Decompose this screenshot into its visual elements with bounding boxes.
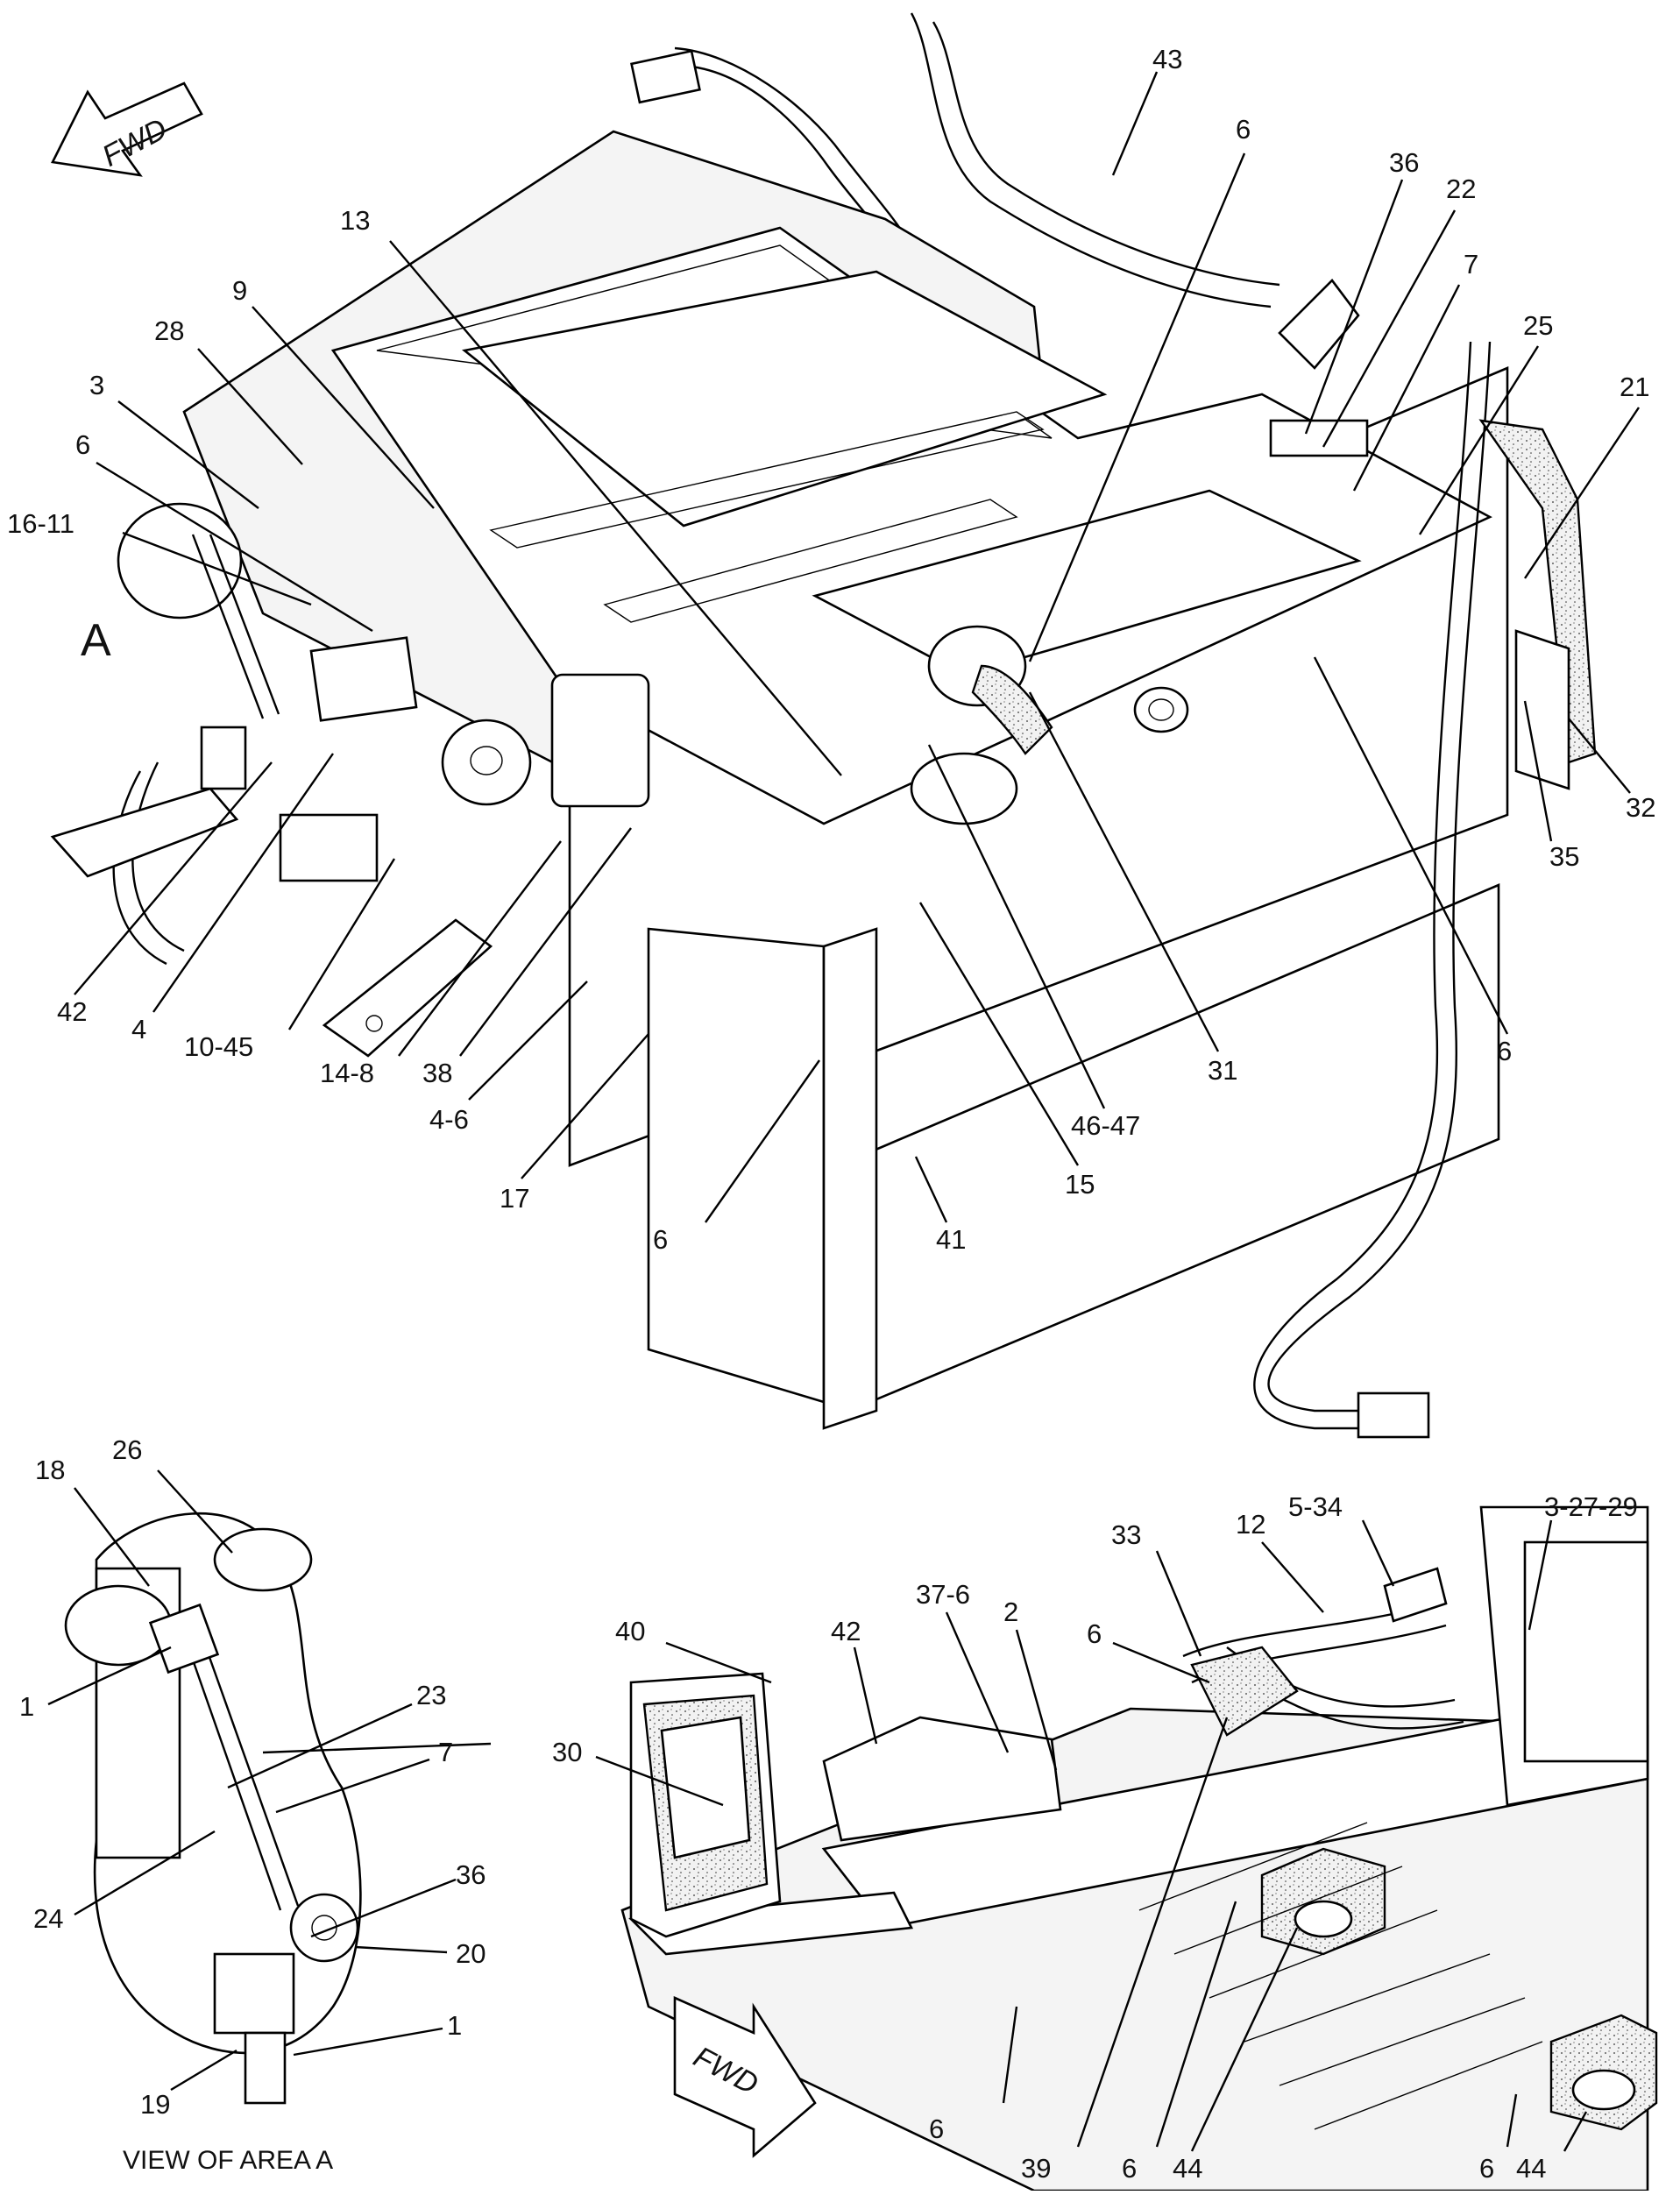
callout-32: 32 bbox=[1626, 792, 1655, 823]
callout-2: 2 bbox=[1003, 1597, 1018, 1627]
fwd-arrow-top: FWD bbox=[51, 81, 203, 177]
callout-46-47: 46-47 bbox=[1071, 1110, 1140, 1141]
callout-30: 30 bbox=[552, 1737, 582, 1767]
callout-4: 4 bbox=[131, 1014, 146, 1044]
callout-5-34: 5-34 bbox=[1288, 1491, 1343, 1522]
callout-13: 13 bbox=[340, 205, 370, 236]
callout-22: 22 bbox=[1446, 173, 1476, 204]
callout-36: 36 bbox=[1389, 147, 1419, 178]
callouts-lower-right: 5-34 3-27-29 33 12 6 37-6 2 42 40 30 39 … bbox=[552, 1491, 1638, 2184]
callout-7: 7 bbox=[1464, 249, 1478, 280]
callout-39: 39 bbox=[1021, 2153, 1051, 2184]
lower-right-detail: FWD 5-34 3-27-29 33 12 6 37-6 bbox=[552, 1491, 1658, 2192]
leader-lines-main bbox=[74, 71, 1640, 1223]
callout-1: 1 bbox=[19, 1691, 34, 1722]
callout-7-a: 7 bbox=[438, 1737, 453, 1767]
callout-6-left: 6 bbox=[75, 429, 90, 460]
callout-44-a: 44 bbox=[1173, 2153, 1202, 2184]
callout-14-8: 14-8 bbox=[320, 1058, 374, 1088]
area-a-detail: 26 18 1 23 7 24 36 20 1 19 VIEW OF AREA … bbox=[19, 1434, 492, 2175]
callout-44-b: 44 bbox=[1516, 2153, 1546, 2184]
main-assembly: FWD bbox=[7, 12, 1655, 1439]
callout-4-6: 4-6 bbox=[429, 1104, 469, 1135]
callout-17: 17 bbox=[500, 1183, 529, 1214]
callout-9: 9 bbox=[232, 275, 247, 306]
callout-41: 41 bbox=[936, 1224, 966, 1255]
callout-37-6: 37-6 bbox=[916, 1579, 970, 1610]
leader-lines-area-a bbox=[47, 1469, 457, 2092]
caption-view-of-area-a: VIEW OF AREA A bbox=[123, 2146, 333, 2175]
callout-38: 38 bbox=[422, 1058, 452, 1088]
callout-33: 33 bbox=[1111, 1519, 1141, 1550]
callout-42-lr: 42 bbox=[831, 1616, 861, 1646]
callout-15: 15 bbox=[1065, 1169, 1095, 1200]
callout-43: 43 bbox=[1152, 44, 1182, 74]
callout-20: 20 bbox=[456, 1938, 486, 1969]
leader-lines-lower-right bbox=[595, 1519, 1588, 2152]
callout-18: 18 bbox=[35, 1455, 65, 1485]
callout-31: 31 bbox=[1208, 1055, 1237, 1086]
callout-35: 35 bbox=[1549, 841, 1579, 872]
callouts-area-a: 26 18 1 23 7 24 36 20 1 19 bbox=[19, 1434, 486, 2120]
callout-3-27-29: 3-27-29 bbox=[1544, 1491, 1638, 1522]
callout-6-lr-mid: 6 bbox=[1122, 2153, 1137, 2184]
area-marker: A bbox=[81, 615, 111, 666]
callout-1-b: 1 bbox=[447, 2010, 462, 2041]
callout-28: 28 bbox=[154, 315, 184, 346]
callout-3: 3 bbox=[89, 370, 104, 400]
callout-6-bottom: 6 bbox=[653, 1224, 668, 1255]
callout-42: 42 bbox=[57, 996, 87, 1027]
callout-19: 19 bbox=[140, 2089, 170, 2120]
callouts-main: 43 6 36 22 7 25 21 13 9 28 3 6 16-11 32 … bbox=[7, 44, 1655, 1255]
callout-36-a: 36 bbox=[456, 1859, 486, 1890]
callout-23: 23 bbox=[416, 1680, 446, 1710]
callout-6-lr-top: 6 bbox=[1087, 1618, 1102, 1649]
fwd-arrow-bottom: FWD bbox=[673, 1995, 817, 2158]
callout-40: 40 bbox=[615, 1616, 645, 1646]
callout-10-45: 10-45 bbox=[184, 1031, 253, 1062]
callout-16-11: 16-11 bbox=[7, 508, 74, 539]
callout-6-right: 6 bbox=[1497, 1036, 1512, 1066]
floor-slots bbox=[1138, 1822, 1543, 2130]
callout-6-lr-left: 6 bbox=[929, 2114, 944, 2144]
callout-6-lr-right: 6 bbox=[1479, 2153, 1494, 2184]
callout-21: 21 bbox=[1620, 372, 1649, 402]
callout-26: 26 bbox=[112, 1434, 142, 1465]
callout-25: 25 bbox=[1523, 310, 1553, 341]
callout-24: 24 bbox=[33, 1903, 63, 1934]
callout-12: 12 bbox=[1236, 1509, 1265, 1540]
callout-6: 6 bbox=[1236, 114, 1251, 145]
